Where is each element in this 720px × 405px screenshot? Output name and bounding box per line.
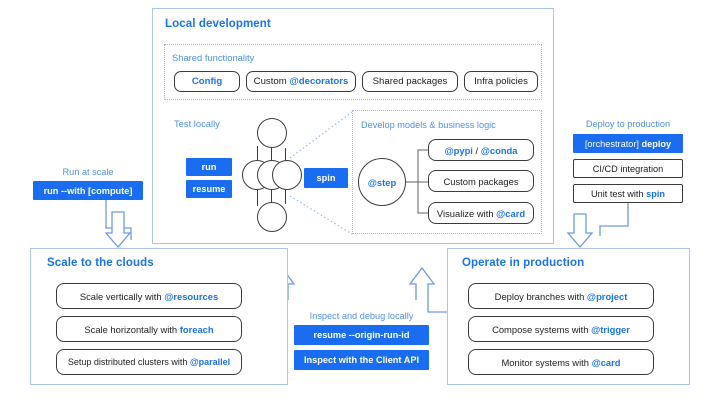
button-run[interactable]: run — [186, 158, 232, 176]
button-orchestrator-deploy-label: [orchestrator] deploy — [584, 138, 672, 149]
pill-infra-policies-label: Infra policies — [474, 76, 528, 87]
box-scale-horizontally[interactable]: Scale horizontally with foreach — [56, 316, 242, 342]
run-at-scale-title: Run at scale — [62, 167, 114, 177]
box-monitor-systems[interactable]: Monitor systems with @card — [468, 349, 654, 375]
dag-graph — [236, 118, 308, 232]
test-locally-title: Test locally — [174, 118, 220, 129]
box-scale-vertically-label: Scale vertically with @resources — [79, 290, 219, 302]
shared-functionality-title: Shared functionality — [172, 52, 255, 63]
box-deploy-branches[interactable]: Deploy branches with @project — [468, 283, 654, 309]
button-resume-origin-run-id-label: resume --origin-run-id — [313, 330, 410, 340]
dag-edge — [285, 148, 287, 162]
develop-models-title: Develop models & business logic — [361, 120, 496, 130]
button-run-with-compute-label: run --with [compute] — [43, 185, 133, 196]
pill-custom-decorators[interactable]: Custom @decorators — [246, 71, 356, 92]
box-visualize-card-label: Visualize with @card — [436, 207, 526, 219]
button-resume-label: resume — [192, 184, 226, 194]
pill-shared-packages[interactable]: Shared packages — [362, 71, 458, 92]
dag-node-branch-3 — [272, 160, 302, 190]
dag-edge — [285, 190, 287, 204]
box-visualize-card[interactable]: Visualize with @card — [428, 202, 534, 224]
dag-node-end — [257, 202, 287, 232]
box-compose-systems[interactable]: Compose systems with @trigger — [468, 316, 654, 342]
step-node: @step — [358, 158, 406, 206]
box-custom-packages-label: Custom packages — [443, 175, 519, 187]
pill-custom-decorators-label: Custom @decorators — [253, 76, 349, 87]
box-setup-distributed-clusters[interactable]: Setup distributed clusters with @paralle… — [56, 349, 242, 375]
button-spin[interactable]: spin — [304, 168, 348, 188]
dag-node-start — [257, 118, 287, 148]
button-inspect-client-api-label: Inspect with the Client API — [303, 355, 420, 365]
pill-infra-policies[interactable]: Infra policies — [464, 71, 538, 92]
box-cicd-integration[interactable]: CI/CD integration — [573, 159, 683, 178]
button-inspect-client-api[interactable]: Inspect with the Client API — [294, 350, 429, 370]
button-orchestrator-deploy[interactable]: [orchestrator] deploy — [573, 134, 683, 153]
dag-edge — [257, 190, 259, 206]
deploy-to-production-title: Deploy to production — [585, 119, 671, 129]
box-cicd-integration-label: CI/CD integration — [592, 163, 664, 174]
box-scale-horizontally-label: Scale horizontally with foreach — [84, 323, 214, 335]
box-deploy-branches-label: Deploy branches with @project — [494, 290, 628, 302]
button-run-with-compute[interactable]: run --with [compute] — [33, 181, 143, 200]
box-scale-vertically[interactable]: Scale vertically with @resources — [56, 283, 242, 309]
button-run-label: run — [201, 162, 217, 172]
dag-edge — [257, 146, 259, 162]
box-unit-test-spin[interactable]: Unit test with spin — [573, 184, 683, 203]
operate-in-production-title: Operate in production — [462, 257, 585, 269]
step-node-label: @step — [367, 176, 397, 188]
dag-edge — [271, 190, 273, 206]
dag-edge — [271, 146, 273, 162]
pill-config-label: Config — [191, 76, 223, 87]
box-unit-test-spin-label: Unit test with spin — [590, 188, 666, 199]
box-pypi-conda[interactable]: @pypi / @conda — [428, 139, 534, 161]
box-pypi-conda-label: @pypi / @conda — [444, 144, 518, 156]
button-resume[interactable]: resume — [186, 180, 232, 198]
box-setup-distributed-clusters-label: Setup distributed clusters with @paralle… — [67, 357, 231, 367]
scale-to-clouds-title: Scale to the clouds — [47, 257, 154, 269]
pill-shared-packages-label: Shared packages — [372, 76, 448, 87]
pill-config[interactable]: Config — [174, 71, 240, 92]
button-spin-label: spin — [316, 173, 336, 183]
inspect-debug-title: Inspect and debug locally — [309, 311, 414, 321]
box-custom-packages[interactable]: Custom packages — [428, 170, 534, 192]
button-resume-origin-run-id[interactable]: resume --origin-run-id — [294, 325, 429, 345]
box-compose-systems-label: Compose systems with @trigger — [492, 323, 630, 335]
box-monitor-systems-label: Monitor systems with @card — [501, 356, 621, 368]
local-development-title: Local development — [165, 18, 271, 30]
